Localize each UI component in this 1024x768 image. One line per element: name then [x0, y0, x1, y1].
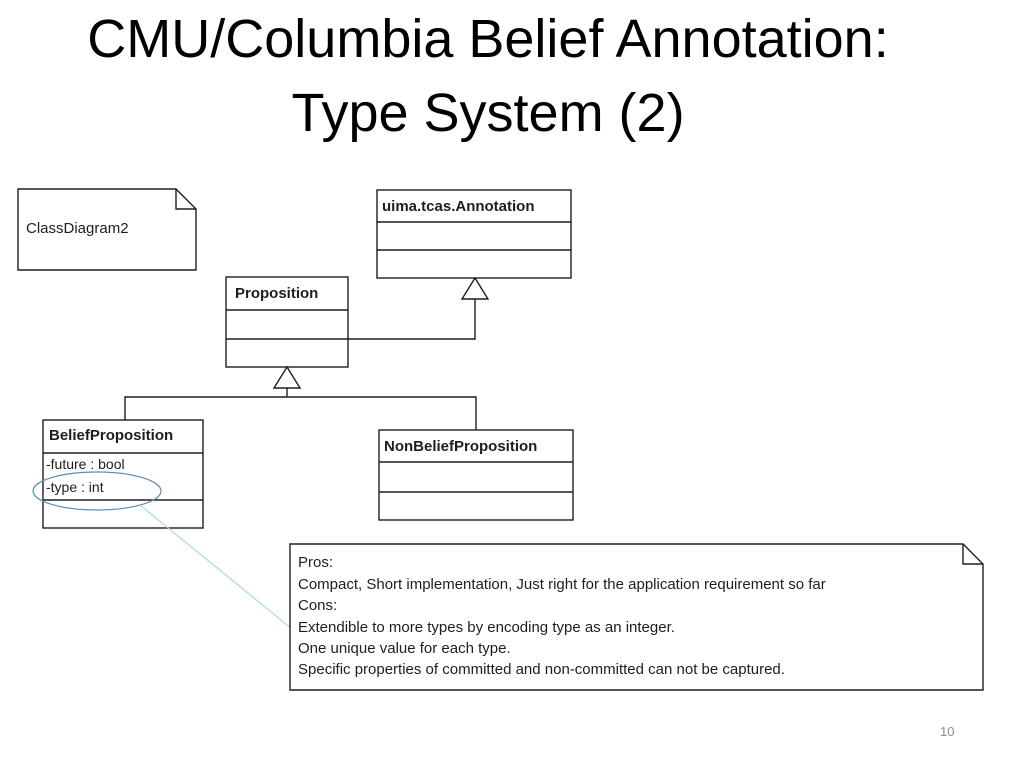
diagram-name-note-box: [17, 188, 197, 271]
callout-connector-line: [139, 504, 293, 630]
slide-title-line-1: CMU/Columbia Belief Annotation:: [87, 9, 889, 69]
slide-title-line-2: Type System (2): [291, 83, 685, 143]
class-annotation: uima.tcas.Annotation: [376, 189, 572, 279]
class-non-belief-proposition-box: [378, 429, 574, 521]
generalization-branch: [124, 396, 477, 430]
generalization-subclasses-proposition: [124, 365, 477, 430]
note-cons-item-3: Specific properties of committed and non…: [298, 661, 785, 678]
generalization-arrowhead: [272, 365, 302, 389]
slide-title: CMU/Columbia Belief Annotation: Type Sys…: [0, 2, 976, 150]
note-cons-heading: Cons:: [298, 597, 337, 614]
comment-note-fold: [962, 544, 983, 565]
diagram-name-label: ClassDiagram2: [26, 220, 129, 237]
highlight-ellipse: [32, 471, 162, 511]
comment-note-box: [289, 543, 984, 691]
attribute-type: -type : int: [46, 479, 104, 495]
comment-note: Pros: Compact, Short implementation, Jus…: [289, 543, 984, 691]
generalization-line: [348, 299, 476, 340]
diagram-name-note: ClassDiagram2: [17, 188, 197, 271]
attribute-future: -future : bool: [46, 456, 125, 472]
class-belief-proposition-name: BeliefProposition: [49, 427, 173, 444]
generalization-proposition-annotation: [348, 276, 490, 340]
note-pros-text: Compact, Short implementation, Just righ…: [298, 576, 826, 593]
note-cons-item-2: One unique value for each type.: [298, 640, 511, 657]
class-annotation-name: uima.tcas.Annotation: [382, 198, 535, 215]
note-pros-heading: Pros:: [298, 554, 333, 571]
class-non-belief-proposition: NonBeliefProposition: [378, 429, 574, 521]
class-annotation-box: [376, 189, 572, 279]
page-number: 10: [940, 724, 955, 739]
class-non-belief-proposition-name: NonBeliefProposition: [384, 438, 537, 455]
note-cons-item-1: Extendible to more types by encoding typ…: [298, 619, 675, 636]
diagram-name-note-fold: [175, 189, 196, 210]
generalization-arrowhead: [460, 276, 490, 300]
class-proposition-name: Proposition: [235, 285, 318, 302]
class-proposition: Proposition: [225, 276, 349, 368]
